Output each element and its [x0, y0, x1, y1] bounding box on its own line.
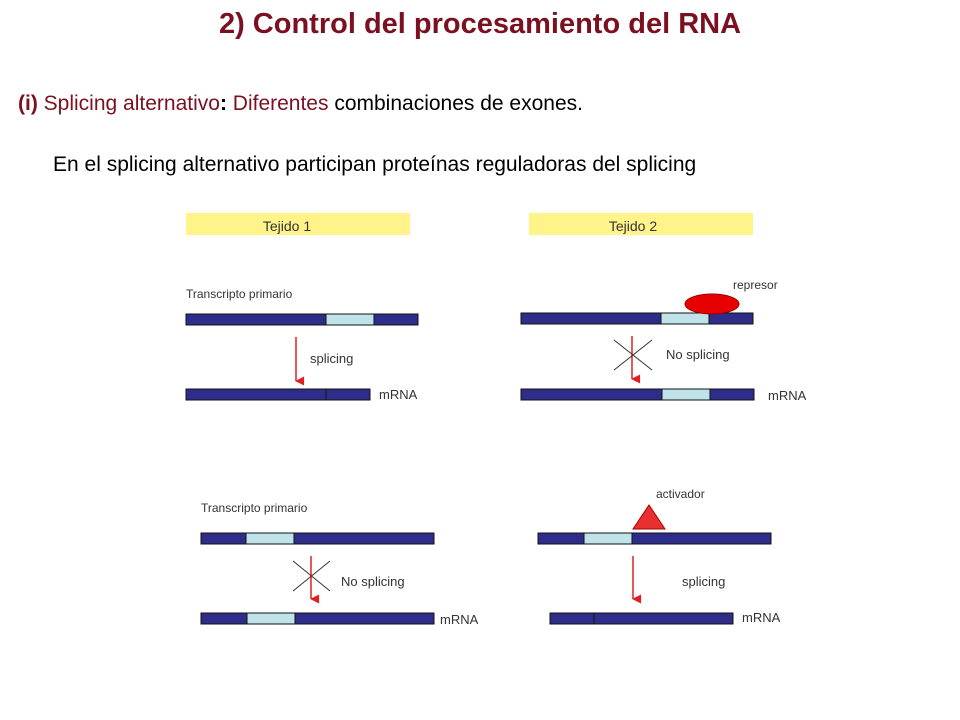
mrna-bar [185, 388, 371, 401]
panel-tissue1-bottom: Transcripto primario No splicing mRNA [200, 501, 479, 627]
subtitle-part2: Diferentes [226, 92, 329, 115]
primary-transcript-label: Transcripto primario [186, 287, 293, 301]
primary-transcript-label: Transcripto primario [201, 501, 308, 515]
cross-mark [292, 560, 331, 592]
tissue-header-2: Tejido 2 [529, 213, 753, 235]
panel-tissue2-top: represor No splicing mRNA [520, 278, 807, 403]
subtitle-part3: combinaciones de exones. [328, 92, 583, 115]
activador-label: activador [656, 487, 705, 501]
tissue-2-label: Tejido 2 [609, 218, 657, 234]
splicing-label: splicing [310, 351, 353, 366]
description-line: En el splicing alternativo participan pr… [53, 153, 697, 176]
tissue-1-label: Tejido 1 [263, 218, 311, 234]
subtitle-colon: : [219, 92, 227, 115]
represor-protein [684, 293, 740, 315]
represor-label: represor [733, 278, 778, 292]
mrna-bar [549, 612, 734, 625]
mrna-bar [520, 388, 755, 401]
primary-transcript-bar [537, 532, 772, 545]
mrna-label: mRNA [379, 387, 418, 402]
no-splicing-label: No splicing [666, 347, 730, 362]
primary-transcript-bar [185, 313, 419, 326]
cross-mark [613, 339, 653, 371]
splicing-label: splicing [682, 574, 725, 589]
mrna-label: mRNA [742, 610, 781, 625]
mrna-label: mRNA [768, 388, 807, 403]
page-title: 2) Control del procesamiento del RNA [218, 8, 742, 40]
mrna-bar [200, 612, 435, 625]
primary-transcript-bar [520, 312, 754, 325]
subtitle: (i) Splicing alternativo: Diferentes com… [18, 92, 583, 116]
panel-tissue2-bottom: activador splicing mRNA [537, 487, 781, 625]
panel-tissue1-top: Transcripto primario splicing mRNA [185, 287, 419, 402]
subtitle-part1: Splicing alternativo [37, 92, 220, 115]
no-splicing-label: No splicing [341, 574, 405, 589]
primary-transcript-bar [200, 532, 435, 545]
subtitle-roman: (i) [18, 92, 38, 115]
mrna-label: mRNA [440, 612, 479, 627]
tissue-header-1: Tejido 1 [186, 213, 410, 235]
activador-protein [632, 504, 666, 530]
